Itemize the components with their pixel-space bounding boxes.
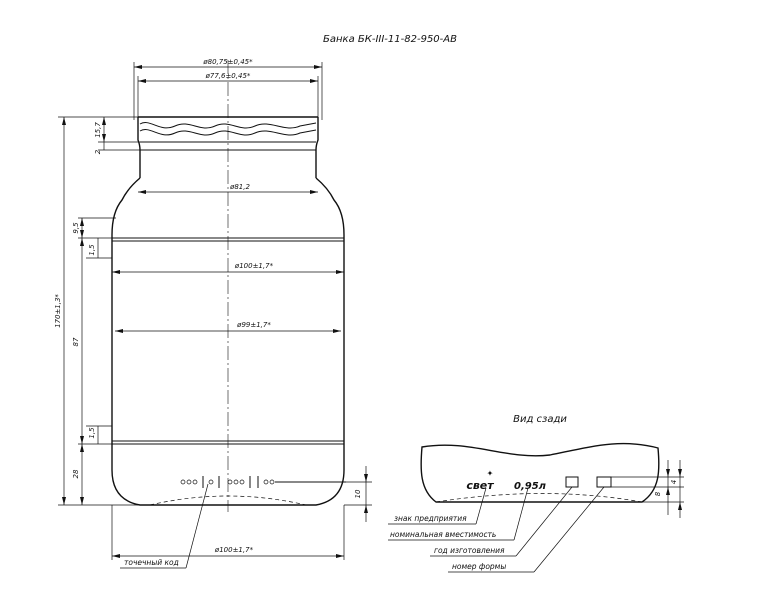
dim-neck: ø81,2 [229,183,250,191]
dim-base-height: 28 [72,469,80,478]
dim-label-body: ø99±1,7* [236,321,271,329]
dim-base-body: ø100±1,7* [214,546,254,554]
volume-mark: 0,95л [514,481,547,492]
dim-finish-outer: ø80,75±0,45* [202,58,253,66]
brand-mark: свет [466,479,494,492]
label-dot-code: точечный код [124,558,179,567]
rear-view-callouts: знак предприятия номинальная вместимость… [388,486,605,573]
drawing-title: Банка БК-III-11-82-950-АВ [323,34,457,45]
dim-lower-band: 1,5 [88,427,96,439]
dim-upper-band: 1,5 [88,244,96,256]
rear-view-title: Вид сзади [513,414,567,425]
dim-shoulder-body: ø100±1,7* [234,262,274,270]
dim-rear-small: 4 [670,480,678,484]
dim-dot-code-height: 10 [354,489,362,498]
year-mark-box [565,476,579,488]
rear-view: Вид сзади свет ✦ 0,95л 4 8 [420,414,684,518]
mold-number-box [596,476,612,488]
label-enterprise-mark: знак предприятия [394,514,467,523]
dim-rear-height: 8 [654,491,662,496]
label-nominal-capacity: номинальная вместимость [390,530,496,539]
jar-body-outline [111,177,345,506]
label-manufacture-year: год изготовления [434,546,505,555]
dot-code-marks [180,476,346,488]
label-mold-number: номер формы [452,562,506,571]
callout-dot-code: точечный код [120,483,209,569]
dim-bead-height: 2 [94,149,102,154]
dim-finish-inner: ø77,6±0,45* [205,72,251,80]
dim-thread-height: 15,7 [94,122,102,138]
horizontal-dimensions: ø80,75±0,45* ø77,6±0,45* ø81,2 ø100±1,7*… [111,58,345,560]
dim-label-height: 87 [72,337,80,346]
jar-thread-finish [137,116,319,178]
dim-shoulder-height: 9,5 [72,222,80,234]
jar-front-view [111,60,346,512]
vertical-dimensions: 170±1,3* 15,7 2 9,5 1,5 87 1,5 28 10 [54,116,372,522]
dim-total-height: 170±1,3* [54,294,62,328]
brand-star: ✦ [487,469,494,478]
